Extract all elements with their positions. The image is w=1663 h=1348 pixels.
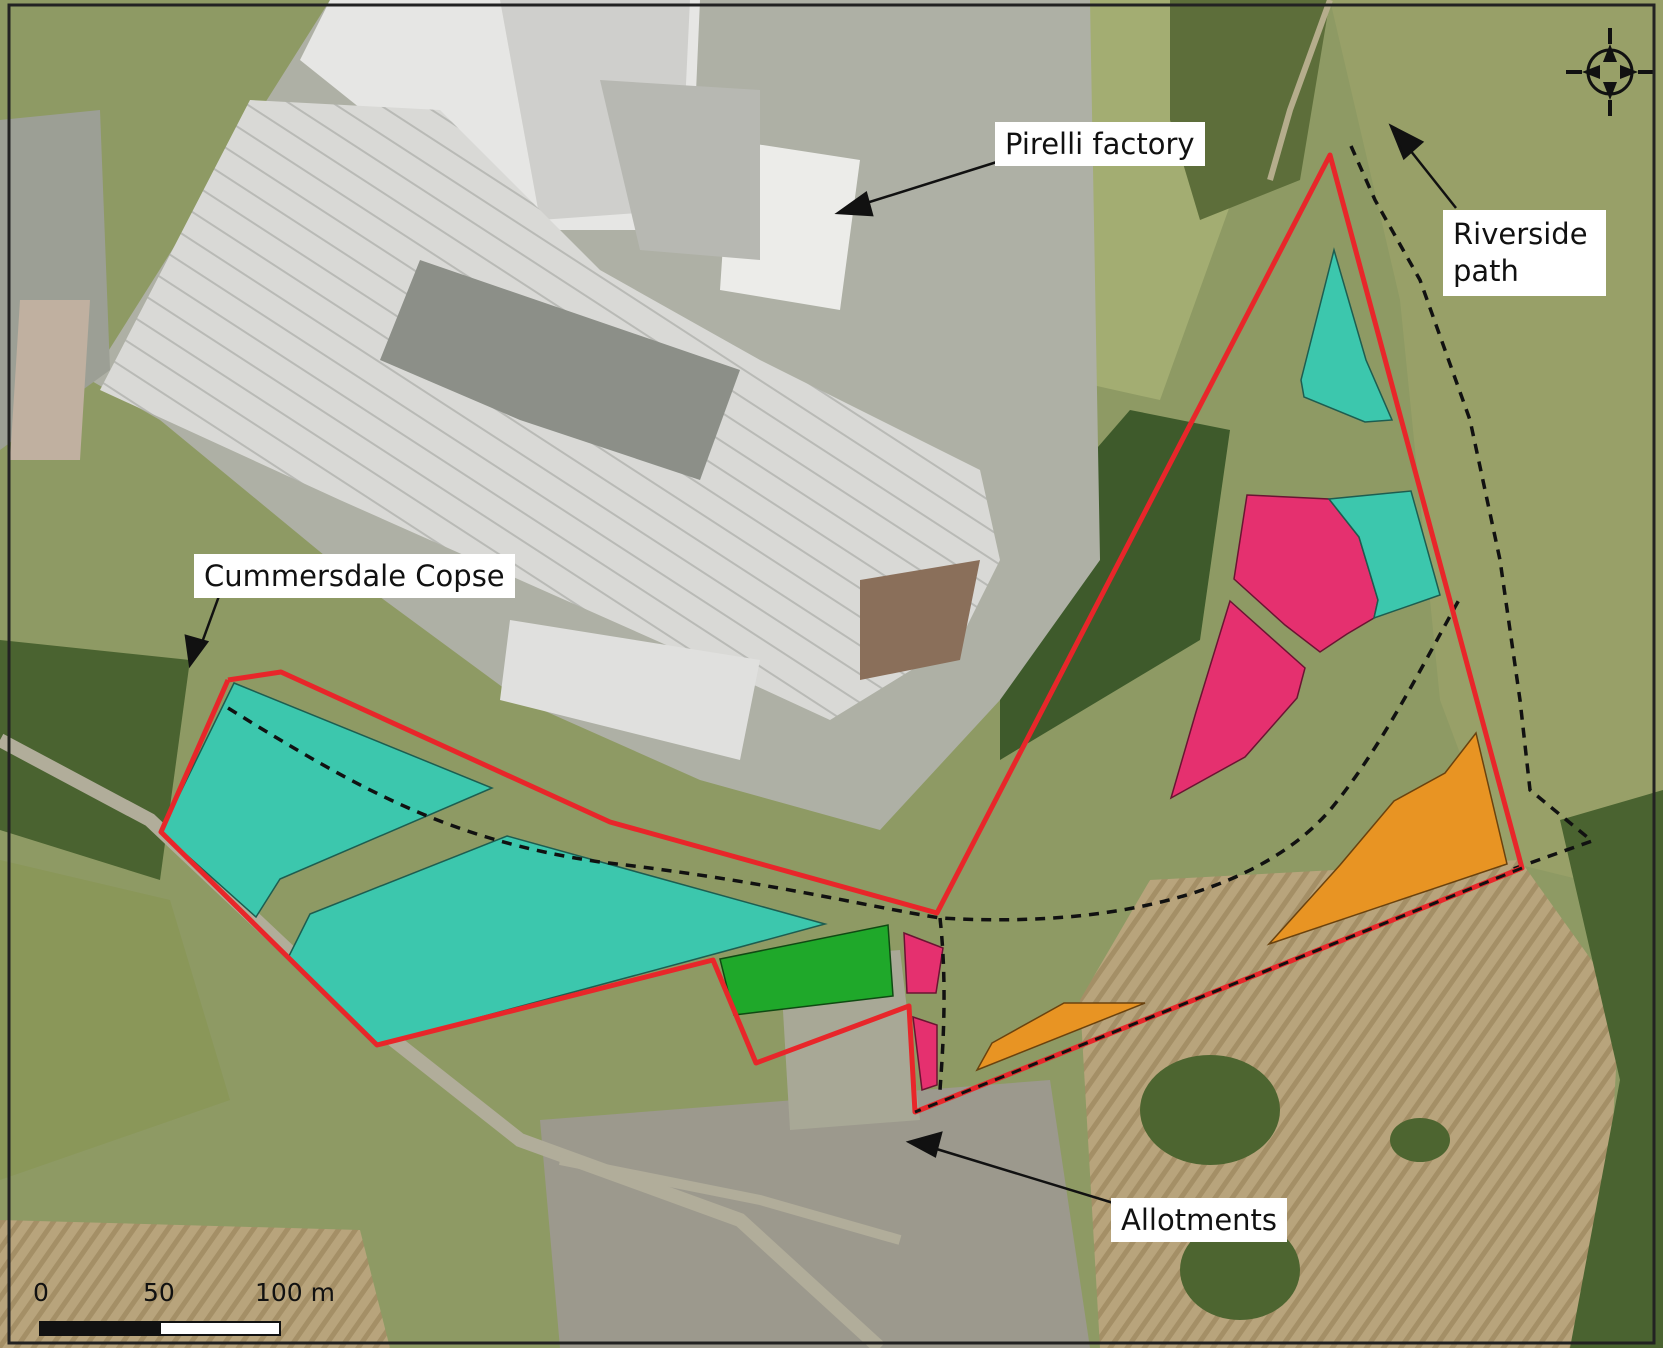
arrow-head-riverside <box>1388 123 1425 161</box>
scale-tick-0: 0 <box>33 1278 49 1307</box>
dashed-route <box>227 145 1596 1091</box>
pink-area-1 <box>903 931 944 994</box>
pink-area-2 <box>912 1015 938 1092</box>
label-pirelli-factory: Pirelli factory <box>995 122 1205 166</box>
teal-area-3 <box>1300 247 1394 423</box>
map-frame <box>7 3 1656 1345</box>
label-riverside-line2: path <box>1453 254 1519 288</box>
arrow-head-pirelli <box>834 190 874 217</box>
scale-tick-100m: 100 m <box>255 1278 336 1307</box>
label-riverside-path: Riverside path <box>1443 210 1606 296</box>
arrow-head-copse <box>184 634 210 669</box>
label-cummersdale-copse: Cummersdale Copse <box>194 554 515 598</box>
orange-area-2 <box>975 1002 1146 1072</box>
label-riverside-line1: Riverside <box>1453 217 1588 251</box>
orange-area-1 <box>1266 731 1508 946</box>
label-allotments: Allotments <box>1111 1198 1288 1242</box>
compass-rose-icon <box>1566 28 1654 116</box>
scale-bar <box>39 1321 281 1336</box>
pink-area-4 <box>1169 599 1306 800</box>
habitat-areas <box>160 247 1508 1092</box>
scale-tick-50: 50 <box>143 1278 175 1307</box>
boundary-dashed-overlay <box>914 866 1523 1114</box>
arrow-head-allotments <box>905 1131 943 1158</box>
callout-arrows <box>184 123 1457 1207</box>
teal-area-4 <box>1327 490 1441 620</box>
